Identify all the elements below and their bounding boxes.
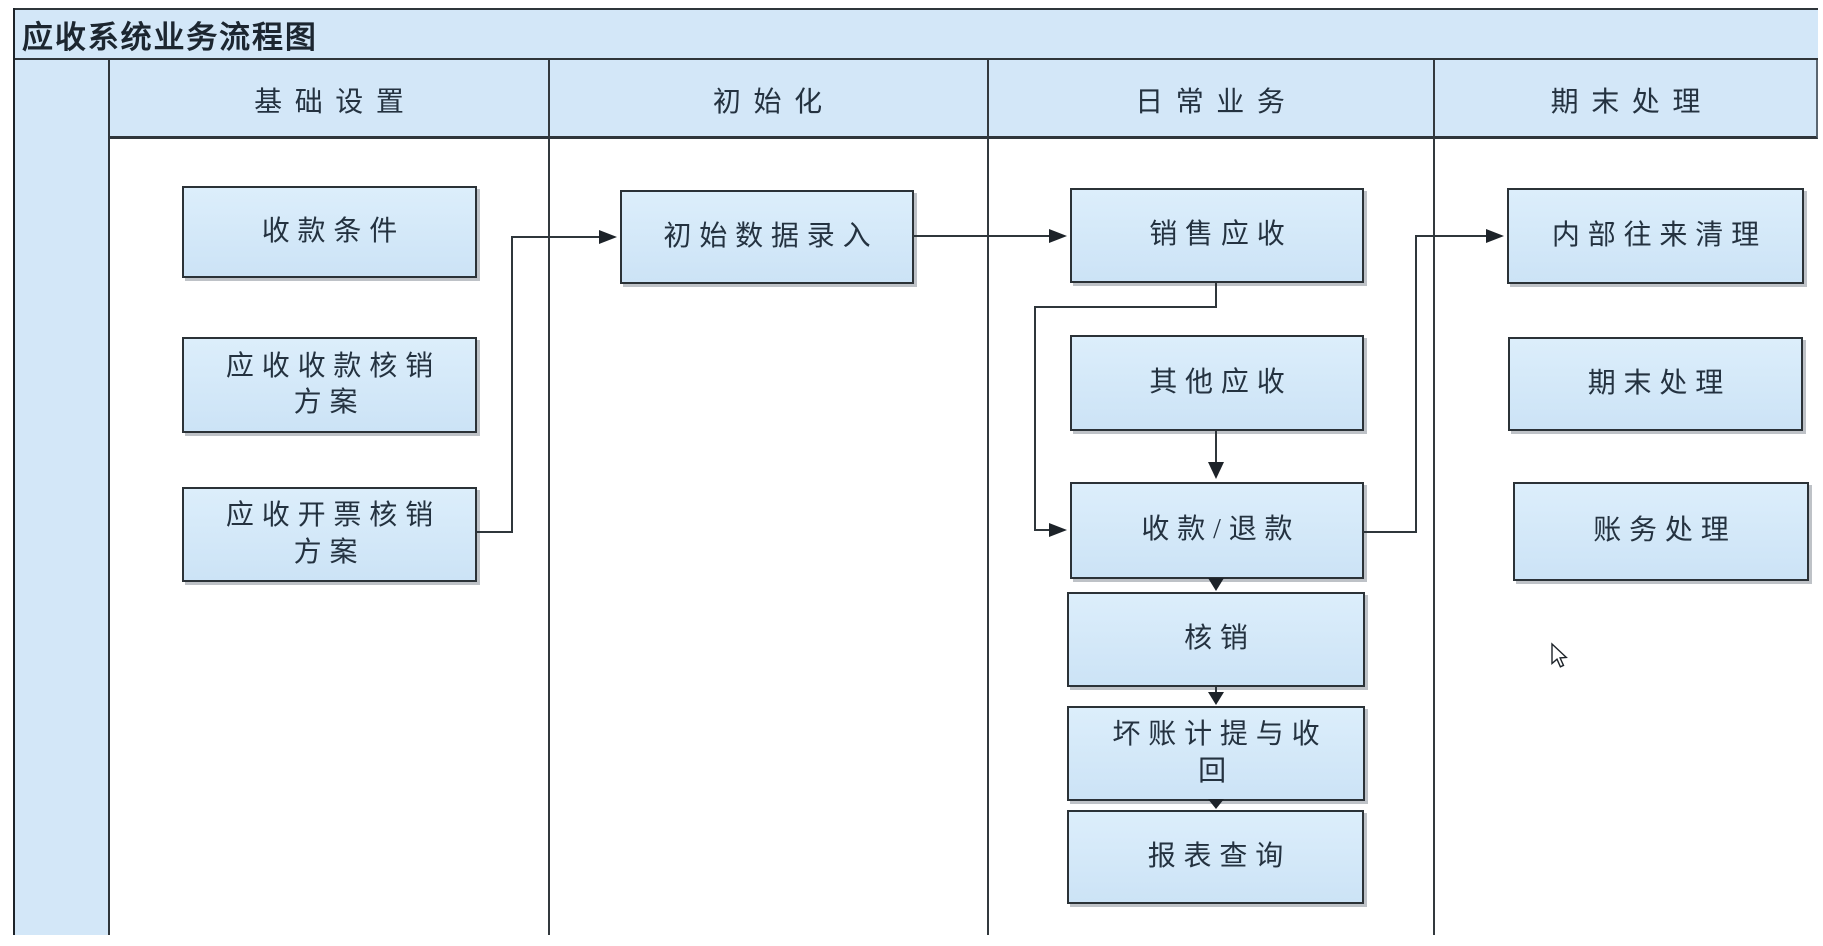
- node-label: 其他应收: [1149, 366, 1293, 398]
- lane-header-initialization: 初始化: [712, 87, 835, 118]
- node-label: 初始数据录入: [663, 220, 879, 252]
- node-label: 账务处理: [1593, 515, 1737, 547]
- node-label: 期末处理: [1587, 367, 1732, 399]
- arrowhead-receipt-refund-left: [1049, 523, 1067, 537]
- lane-header-basic-setup: 基础设置: [254, 87, 417, 118]
- lane-divider-2: [987, 60, 989, 935]
- connector-invoice-plan-to-initial-entry: [477, 236, 599, 533]
- node-accounting-processing: 账务处理: [1513, 482, 1809, 581]
- arrowhead-sales-ar: [1049, 229, 1067, 243]
- arrowhead-internal-clearing: [1486, 229, 1504, 243]
- node-label: 坏账计提与收回: [1112, 719, 1328, 787]
- node-internal-transactions-clearing: 内部往来清理: [1507, 188, 1804, 284]
- diagram-title-bar: 应收系统业务流程图: [13, 8, 1818, 60]
- node-label: 应收收款核销方案: [225, 350, 441, 418]
- node-other-receivable: 其他应收: [1070, 335, 1364, 431]
- node-initial-data-entry: 初始数据录入: [620, 190, 914, 284]
- node-ar-invoice-writeoff-plan: 应收开票核销方案: [182, 487, 477, 582]
- connector-receipt-refund-to-internal-clearing: [1363, 235, 1486, 533]
- mouse-cursor: [1551, 642, 1568, 668]
- lane-header-daily-business: 日常业务: [1135, 87, 1298, 118]
- outer-left-border: [13, 8, 15, 935]
- left-margin-column: [13, 60, 110, 935]
- node-sales-receivable: 销售应收: [1070, 188, 1364, 283]
- node-label: 报表查询: [1147, 840, 1292, 872]
- node-receipt-terms: 收款条件: [182, 186, 477, 278]
- node-receipt-refund: 收款/退款: [1070, 482, 1364, 579]
- node-bad-debt-provision-recovery: 坏账计提与收回: [1067, 706, 1365, 801]
- lane-divider-1: [548, 60, 550, 935]
- lane-header-period-end: 期末处理: [1550, 87, 1713, 118]
- arrowhead-writeoff: [1208, 578, 1224, 591]
- node-label: 内部往来清理: [1551, 219, 1767, 251]
- node-ar-receipt-writeoff-plan: 应收收款核销方案: [182, 337, 477, 433]
- node-label: 销售应收: [1149, 219, 1293, 251]
- lane-header-band: [13, 60, 1818, 139]
- node-writeoff: 核销: [1067, 592, 1365, 687]
- diagram-title: 应收系统业务流程图: [22, 19, 318, 55]
- node-label: 核销: [1184, 623, 1256, 655]
- node-label: 应收开票核销方案: [225, 500, 441, 568]
- lane-divider-3: [1433, 60, 1435, 935]
- node-period-end-processing: 期末处理: [1508, 337, 1803, 431]
- arrowhead-initial-entry: [599, 230, 617, 244]
- arrowhead-receipt-refund-top: [1208, 462, 1224, 479]
- node-label: 收款条件: [261, 215, 406, 247]
- node-report-query: 报表查询: [1067, 810, 1364, 904]
- arrowhead-bad-debt: [1208, 692, 1224, 705]
- node-label: 收款/退款: [1141, 514, 1301, 546]
